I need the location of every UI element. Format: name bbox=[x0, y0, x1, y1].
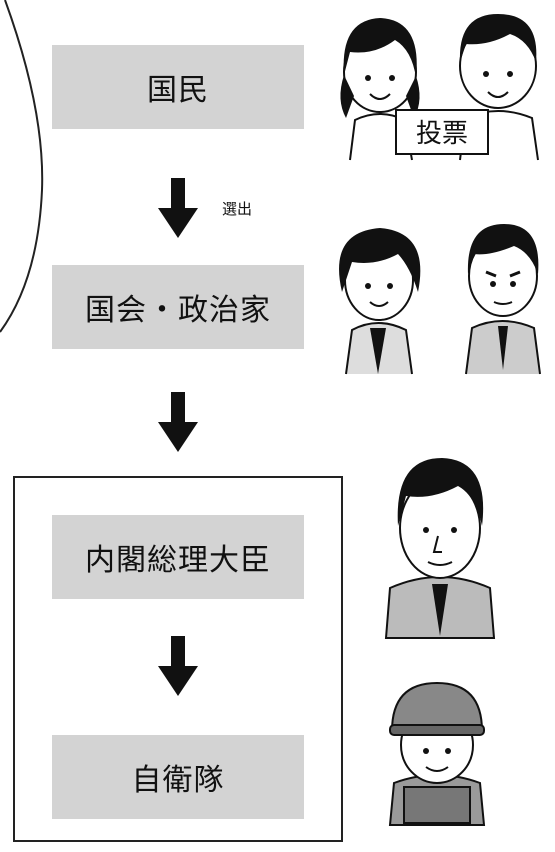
node-prime-minister: 内閣総理大臣 bbox=[52, 515, 304, 599]
left-bracket-curve bbox=[0, 0, 44, 333]
node-sdf: 自衛隊 bbox=[52, 735, 304, 819]
arrow-down-1 bbox=[158, 178, 198, 238]
edge-label-elect: 選出 bbox=[222, 200, 253, 218]
node-citizens: 国民 bbox=[52, 45, 304, 129]
node-citizens-label: 国民 bbox=[147, 73, 209, 108]
arrow-down-3 bbox=[158, 636, 198, 696]
politicians-illustration bbox=[339, 224, 541, 375]
prime-minister-illustration bbox=[384, 458, 496, 639]
arrow-down-2 bbox=[158, 392, 198, 452]
node-diet: 国会・政治家 bbox=[52, 265, 304, 349]
node-pm-label: 内閣総理大臣 bbox=[85, 543, 271, 578]
citizens-illustration: 投票 bbox=[340, 14, 539, 161]
node-diet-label: 国会・政治家 bbox=[85, 293, 271, 328]
sdf-soldier-illustration bbox=[388, 681, 486, 826]
node-sdf-label: 自衛隊 bbox=[131, 763, 225, 798]
ballot-sign-text: 投票 bbox=[416, 119, 468, 149]
executive-frame bbox=[13, 476, 343, 842]
